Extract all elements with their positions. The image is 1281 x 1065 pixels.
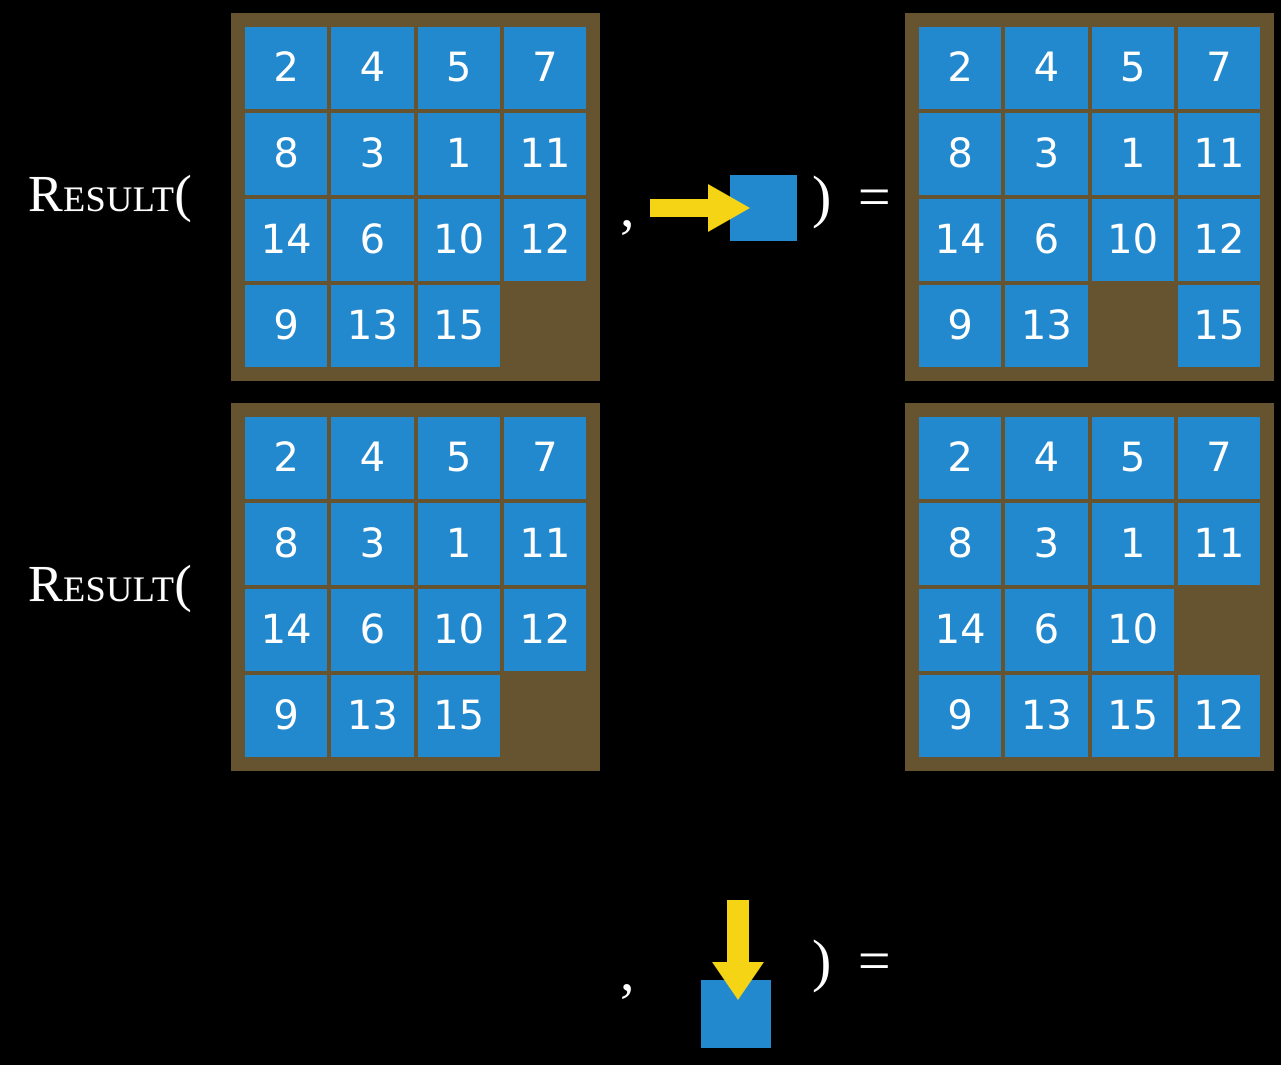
tile[interactable]: 7 — [1177, 27, 1260, 109]
close-paren-equals: ) = — [812, 164, 897, 229]
tile[interactable]: 11 — [503, 503, 586, 585]
tile[interactable]: 13 — [331, 285, 414, 367]
tile[interactable]: 5 — [1091, 417, 1174, 499]
tile[interactable]: 2 — [245, 417, 328, 499]
empty-cell — [504, 285, 586, 367]
empty-cell — [1178, 589, 1260, 671]
tile[interactable]: 15 — [1091, 675, 1174, 757]
tile[interactable]: 9 — [245, 675, 328, 757]
tile[interactable]: 11 — [1177, 503, 1260, 585]
tile[interactable]: 1 — [1091, 113, 1174, 195]
tile[interactable]: 12 — [503, 199, 586, 281]
tile[interactable]: 15 — [417, 675, 500, 757]
tile[interactable]: 15 — [417, 285, 500, 367]
close-paren-equals: ) = — [812, 928, 897, 993]
tile[interactable]: 14 — [919, 589, 1002, 671]
tile[interactable]: 12 — [1177, 199, 1260, 281]
comma-separator: , — [620, 938, 635, 1003]
tile[interactable]: 13 — [1005, 675, 1088, 757]
tile[interactable]: 1 — [417, 113, 500, 195]
comma-separator: , — [620, 174, 635, 239]
tile[interactable]: 7 — [503, 27, 586, 109]
tile[interactable]: 8 — [919, 503, 1002, 585]
tile[interactable]: 7 — [503, 417, 586, 499]
tile[interactable]: 4 — [331, 27, 414, 109]
tile[interactable]: 12 — [1177, 675, 1260, 757]
tile[interactable]: 4 — [1005, 27, 1088, 109]
tile[interactable]: 14 — [245, 199, 328, 281]
tile[interactable]: 14 — [245, 589, 328, 671]
equation-row-2: Result( 2 4 5 7 8 3 1 11 14 6 10 12 9 13… — [0, 390, 1281, 1048]
tile[interactable]: 3 — [1005, 503, 1088, 585]
tile[interactable]: 10 — [1091, 199, 1174, 281]
tile[interactable]: 2 — [245, 27, 328, 109]
tile[interactable]: 8 — [245, 503, 328, 585]
move-glyph-down — [690, 900, 790, 1065]
tile[interactable]: 2 — [919, 417, 1002, 499]
equation-row-1: Result( 2 4 5 7 8 3 1 11 14 6 10 12 9 13… — [0, 0, 1281, 390]
tile[interactable]: 13 — [1005, 285, 1088, 367]
tile[interactable]: 3 — [331, 503, 414, 585]
tile[interactable]: 7 — [1177, 417, 1260, 499]
tile[interactable]: 9 — [919, 675, 1002, 757]
move-glyph-right — [650, 168, 810, 248]
tile[interactable]: 5 — [417, 27, 500, 109]
tile[interactable]: 15 — [1177, 285, 1260, 367]
tile[interactable]: 3 — [1005, 113, 1088, 195]
input-board-1: 2 4 5 7 8 3 1 11 14 6 10 12 9 13 15 — [231, 13, 600, 381]
empty-cell — [504, 675, 586, 757]
tile[interactable]: 9 — [919, 285, 1002, 367]
tile[interactable]: 1 — [417, 503, 500, 585]
tile[interactable]: 11 — [503, 113, 586, 195]
tile[interactable]: 10 — [417, 589, 500, 671]
tile[interactable]: 5 — [1091, 27, 1174, 109]
tile[interactable]: 6 — [331, 199, 414, 281]
output-board-1: 2 4 5 7 8 3 1 11 14 6 10 12 9 13 15 — [905, 13, 1274, 381]
tile[interactable]: 4 — [331, 417, 414, 499]
tile[interactable]: 2 — [919, 27, 1002, 109]
output-board-2: 2 4 5 7 8 3 1 11 14 6 10 9 13 15 12 — [905, 403, 1274, 771]
tile[interactable]: 6 — [1005, 199, 1088, 281]
tile[interactable]: 14 — [919, 199, 1002, 281]
tile[interactable]: 10 — [1091, 589, 1174, 671]
empty-cell — [1092, 285, 1174, 367]
tile[interactable]: 9 — [245, 285, 328, 367]
tile[interactable]: 10 — [417, 199, 500, 281]
arrow-right-icon — [650, 184, 750, 232]
tile[interactable]: 11 — [1177, 113, 1260, 195]
tile[interactable]: 6 — [331, 589, 414, 671]
tile[interactable]: 3 — [331, 113, 414, 195]
tile[interactable]: 4 — [1005, 417, 1088, 499]
tile[interactable]: 5 — [417, 417, 500, 499]
tile[interactable]: 8 — [245, 113, 328, 195]
tile[interactable]: 13 — [331, 675, 414, 757]
tile[interactable]: 8 — [919, 113, 1002, 195]
tile[interactable]: 1 — [1091, 503, 1174, 585]
tile[interactable]: 12 — [503, 589, 586, 671]
arrow-down-icon — [712, 900, 764, 1000]
input-board-2: 2 4 5 7 8 3 1 11 14 6 10 12 9 13 15 — [231, 403, 600, 771]
result-function-label-1: Result( — [28, 166, 193, 223]
tile[interactable]: 6 — [1005, 589, 1088, 671]
result-function-label-2: Result( — [28, 556, 193, 613]
